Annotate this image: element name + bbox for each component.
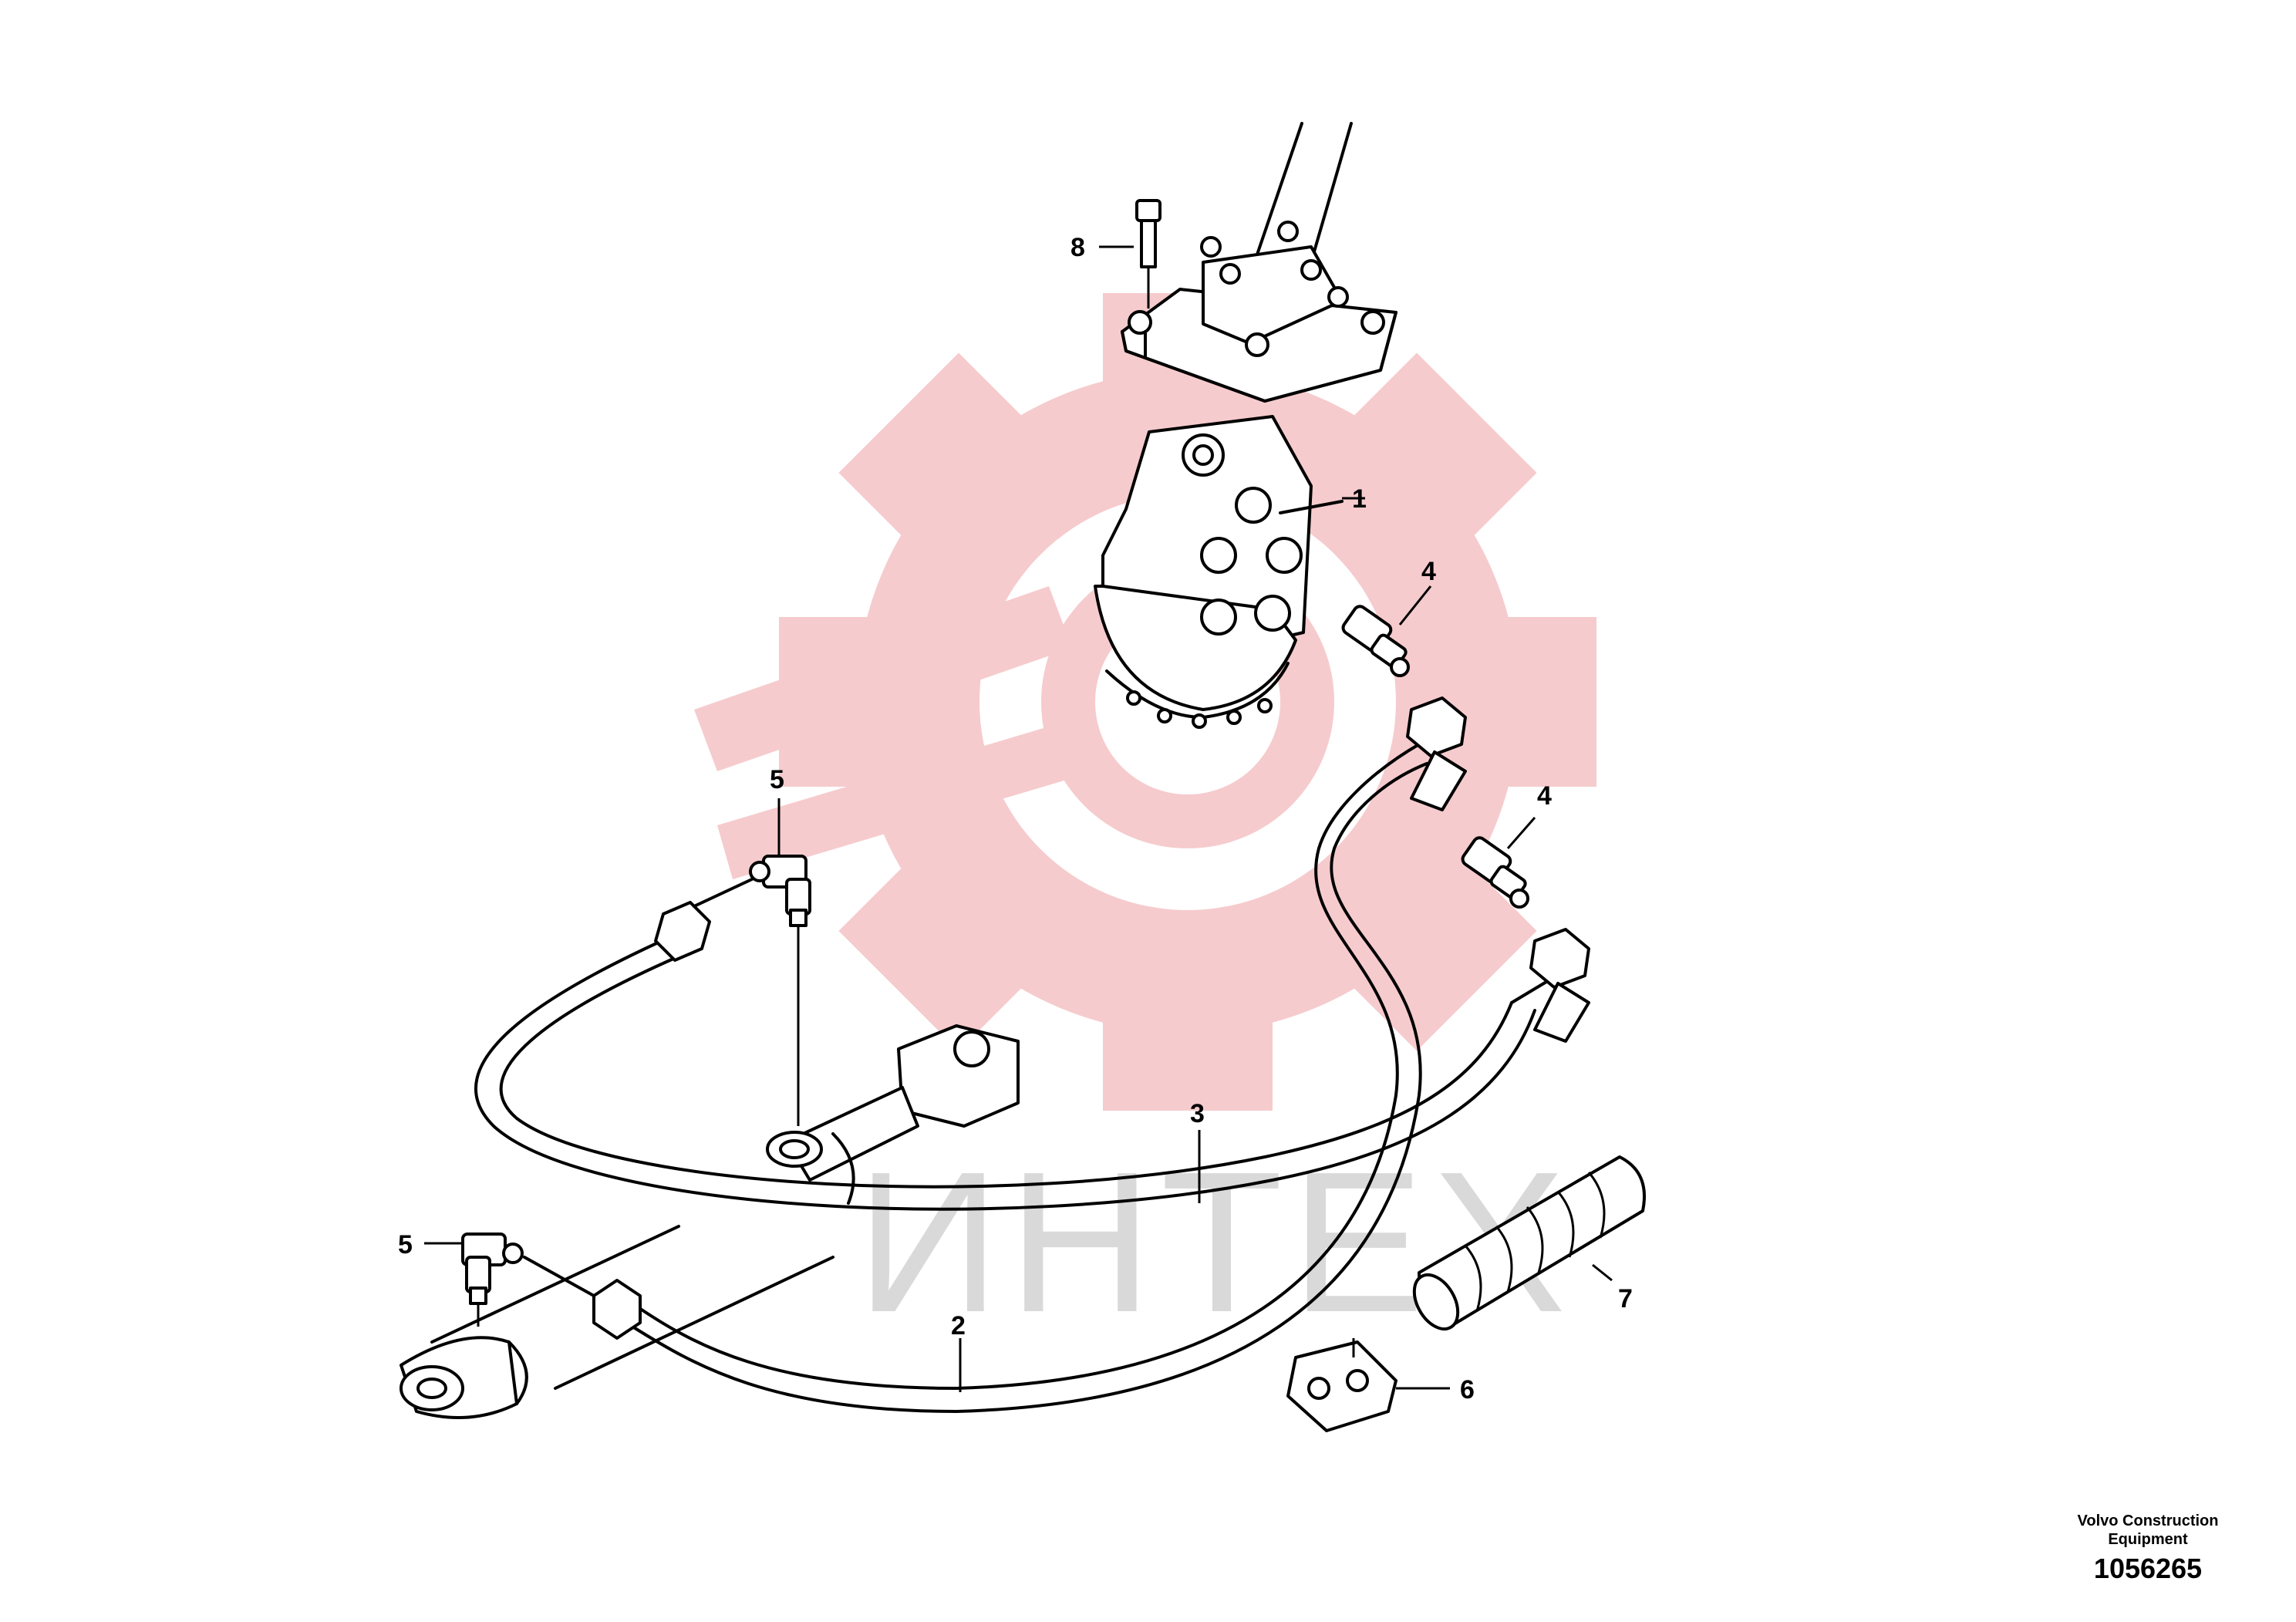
callout-3: 3 <box>1190 1099 1205 1128</box>
elbow-5-lower <box>461 1233 595 1327</box>
callout-1: 1 <box>1352 484 1367 514</box>
elbow-fitting-lower <box>1529 928 1590 1043</box>
callout-2: 2 <box>951 1311 966 1340</box>
elbow-fitting-upper <box>1406 696 1467 811</box>
steering-column <box>1256 122 1353 264</box>
protective-spiral-7 <box>1412 1155 1646 1331</box>
callout-7: 7 <box>1618 1284 1633 1313</box>
callout-5-lower: 5 <box>398 1230 413 1259</box>
callout-5-upper: 5 <box>770 765 784 794</box>
callout-4-upper: 4 <box>1421 557 1436 586</box>
mounting-plate <box>1121 221 1397 403</box>
leader-lines <box>424 245 1613 1392</box>
bolt-8 <box>1135 199 1161 309</box>
adapter-4-lower <box>1461 836 1529 909</box>
elbow-5-upper <box>693 855 811 1126</box>
drawing-number: 1056265 <box>2093 1553 2203 1584</box>
adapter-4-upper <box>1341 605 1410 677</box>
steering-valve <box>1094 415 1344 729</box>
company-name-line2: Equipment <box>2108 1531 2188 1548</box>
callout-4-lower: 4 <box>1537 781 1552 811</box>
callout-8: 8 <box>1070 233 1085 262</box>
steering-cylinder <box>400 1024 1020 1419</box>
drawing-info: Volvo Construction Equipment 1056265 <box>2036 1512 2260 1586</box>
company-name-line1: Volvo Construction <box>2077 1512 2219 1529</box>
hose-3 <box>474 901 1575 1211</box>
hose-clamp-6 <box>1286 1338 1397 1432</box>
hose-2 <box>592 743 1428 1413</box>
callout-6: 6 <box>1460 1375 1475 1404</box>
